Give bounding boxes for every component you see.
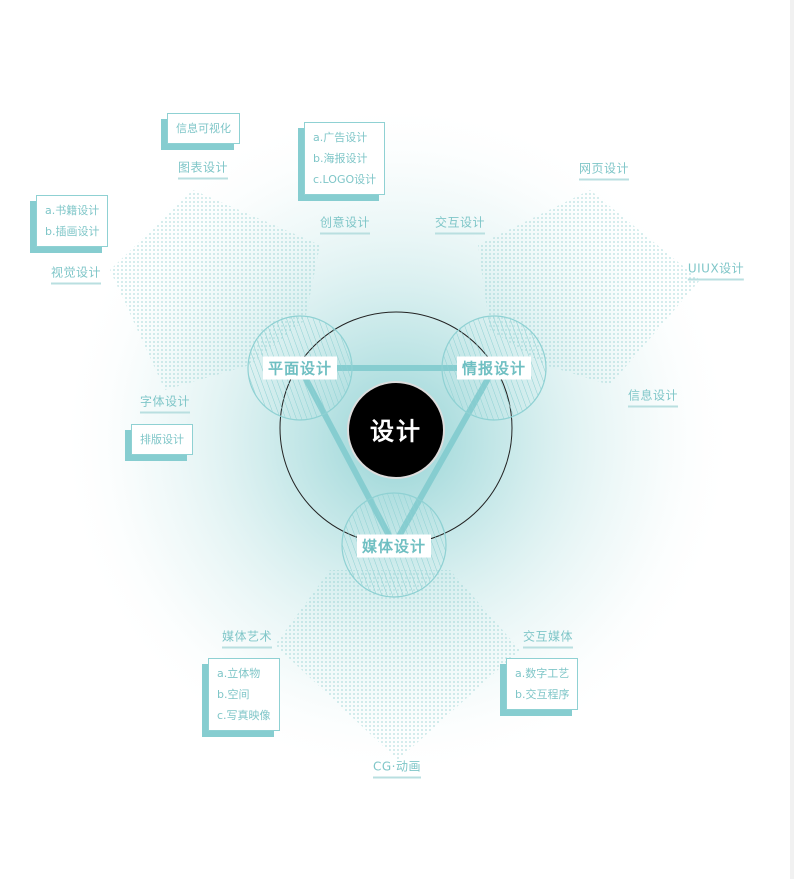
circle-label-information-design: 情报设计	[456, 356, 532, 380]
box-item: b.插画设计	[45, 225, 100, 238]
label-media-art: 媒体艺术	[221, 628, 273, 649]
box-advertising: a.广告设计 b.海报设计 c.LOGO设计	[304, 122, 386, 195]
circle-label-media-design: 媒体设计	[356, 534, 432, 558]
box-layout-design: 排版设计	[131, 424, 193, 455]
box-item: a.数字工艺	[515, 667, 570, 680]
label-font-design: 字体设计	[139, 393, 191, 414]
center-circle	[347, 381, 445, 479]
label-creative-design: 创意设计	[319, 214, 371, 235]
circle-label-graphic-design: 平面设计	[262, 356, 338, 380]
box-item: b.交互程序	[515, 688, 570, 701]
box-item: a.广告设计	[313, 131, 368, 144]
wedge-bottom	[275, 570, 520, 760]
box-item: b.空间	[217, 688, 250, 701]
box-item: a.书籍设计	[45, 204, 100, 217]
box-book-design: a.书籍设计 b.插画设计	[36, 195, 109, 247]
box-info-visualization: 信息可视化	[167, 113, 240, 144]
label-uiux-design: UIUX设计	[687, 260, 745, 281]
label-web-design: 网页设计	[578, 160, 630, 181]
label-visual-design: 视觉设计	[50, 264, 102, 285]
label-chart-design: 图表设计	[177, 159, 229, 180]
box-item: 排版设计	[140, 433, 184, 446]
box-item: c.写真映像	[217, 709, 271, 722]
label-cg-animation: CG·动画	[373, 758, 421, 779]
box-item: b.海报设计	[313, 152, 368, 165]
label-interaction-design: 交互设计	[434, 214, 486, 235]
center-title: 设计	[370, 417, 422, 446]
box-item: 信息可视化	[176, 122, 231, 135]
box-interactive-media: a.数字工艺 b.交互程序	[506, 658, 579, 710]
box-item: a.立体物	[217, 667, 261, 680]
box-media-art: a.立体物 b.空间 c.写真映像	[208, 658, 280, 731]
label-interactive-media: 交互媒体	[522, 628, 574, 649]
box-item: c.LOGO设计	[313, 173, 377, 186]
page-edge	[790, 0, 794, 879]
label-info-design: 信息设计	[627, 387, 679, 408]
